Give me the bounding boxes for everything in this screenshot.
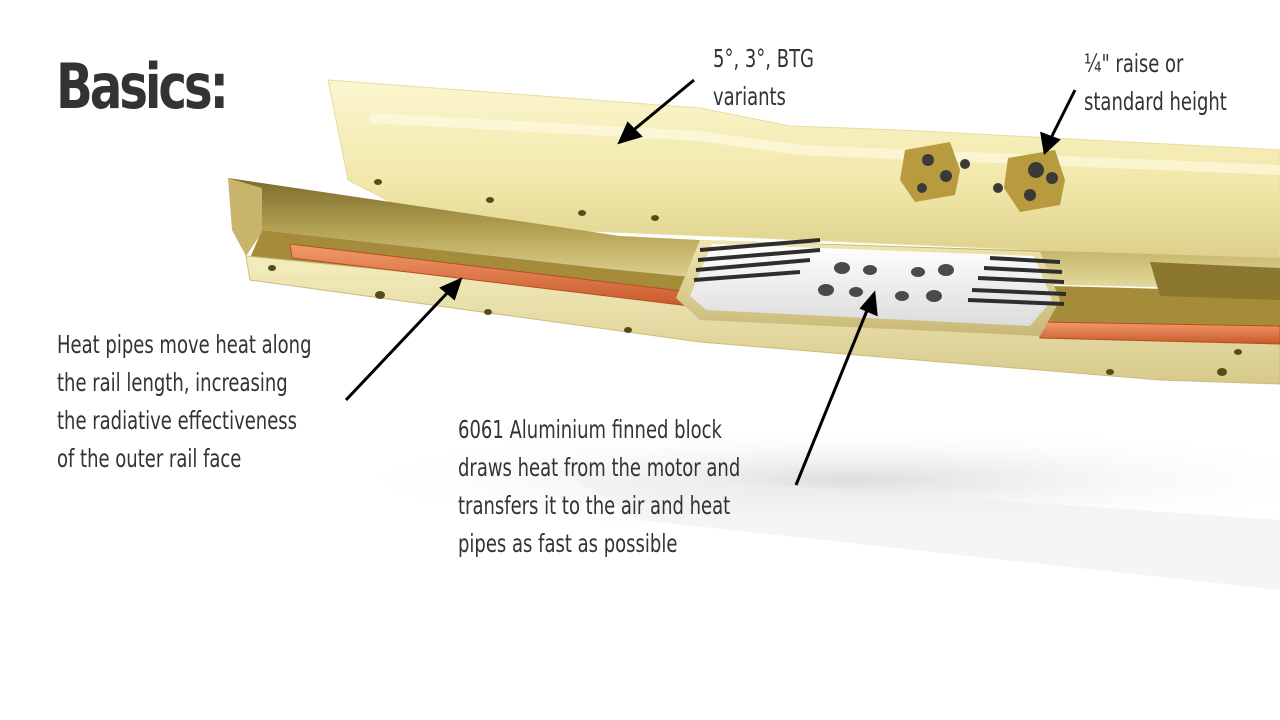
finned-block — [676, 238, 1067, 336]
callout-line: draws heat from the motor and — [458, 453, 741, 482]
callout-finned-block: 6061 Aluminium finned block draws heat f… — [458, 411, 740, 563]
slide-title: Basics: — [56, 50, 229, 123]
callout-raise: ¼" raise or standard height — [1084, 45, 1227, 121]
arrow-raise — [1040, 131, 1061, 155]
callout-arrows — [344, 78, 1077, 486]
callout-line: 5°, 3°, BTG — [713, 44, 815, 73]
callout-line: Heat pipes move heat along — [57, 330, 312, 359]
upper-rail — [327, 79, 1280, 273]
arrow-finned-block — [859, 290, 878, 317]
callout-line: variants — [713, 82, 786, 111]
callout-line: pipes as fast as possible — [458, 529, 678, 558]
callout-line: the rail length, increasing — [57, 368, 288, 397]
callout-line: standard height — [1084, 87, 1227, 116]
callout-line: 6061 Aluminium finned block — [458, 415, 722, 444]
floor-shadow-band — [560, 470, 1280, 590]
callout-heat-pipes: Heat pipes move heat along the rail leng… — [57, 326, 312, 478]
arrow-heat-pipes — [439, 277, 463, 301]
callout-line: of the outer rail face — [57, 444, 242, 473]
callout-variants: 5°, 3°, BTG variants — [713, 40, 814, 116]
callout-line: transfers it to the air and heat — [458, 491, 731, 520]
callout-line: the radiative effectiveness — [57, 406, 298, 435]
callout-line: ¼" raise or — [1084, 49, 1184, 78]
arrow-variants — [617, 121, 643, 145]
